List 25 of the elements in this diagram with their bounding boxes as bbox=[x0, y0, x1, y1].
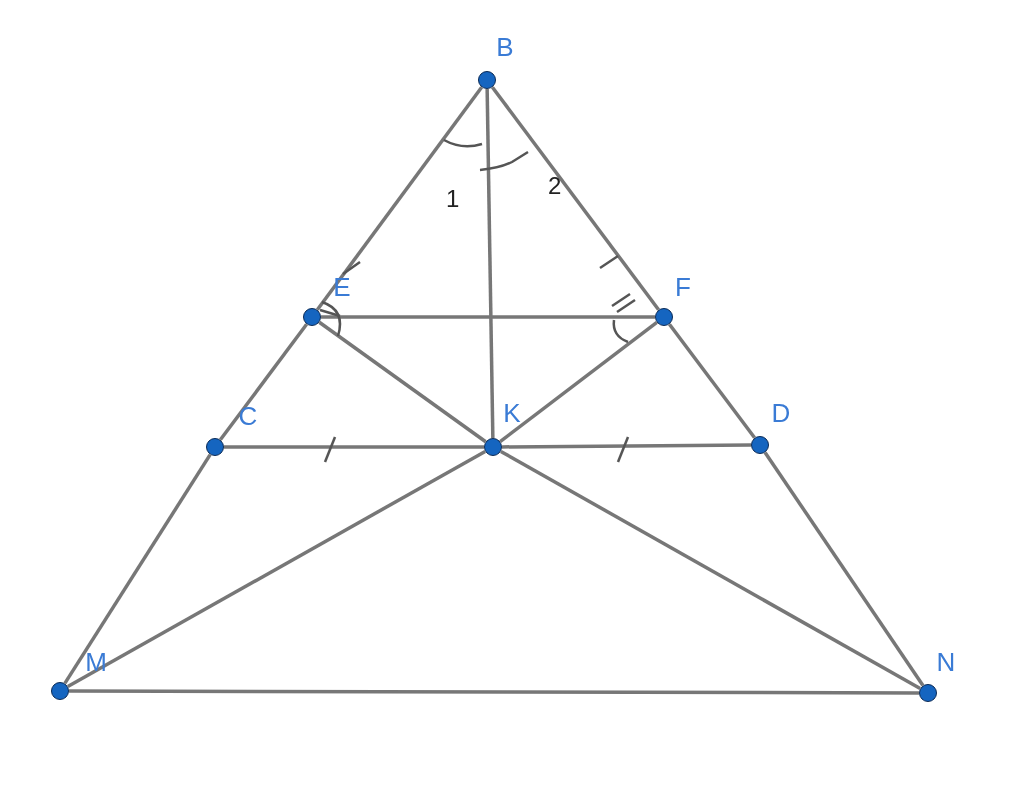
line-segment bbox=[315, 86, 484, 311]
line-segment bbox=[763, 451, 925, 687]
point-label: N bbox=[935, 647, 957, 677]
point-label: K bbox=[502, 398, 522, 428]
line-segment bbox=[321, 315, 655, 319]
point-label: F bbox=[674, 272, 692, 302]
point-label: C bbox=[237, 401, 259, 431]
angle-number: 2 bbox=[548, 172, 562, 200]
line-segment bbox=[63, 453, 212, 685]
line-segment bbox=[499, 321, 658, 443]
line-segment bbox=[491, 86, 660, 311]
point-label: M bbox=[84, 647, 108, 677]
line-segment bbox=[224, 445, 484, 449]
angle-number: 1 bbox=[446, 185, 460, 213]
line-segment bbox=[668, 323, 756, 439]
line-segment bbox=[502, 443, 751, 449]
line-segment bbox=[69, 689, 919, 695]
line-segment bbox=[218, 323, 309, 441]
point-label: E bbox=[332, 272, 352, 302]
line-segment bbox=[499, 449, 922, 691]
point-label: B bbox=[495, 32, 515, 62]
line-segment bbox=[318, 320, 487, 444]
line-segment bbox=[485, 88, 495, 439]
point-label: D bbox=[770, 398, 792, 428]
line-segment bbox=[67, 449, 486, 689]
